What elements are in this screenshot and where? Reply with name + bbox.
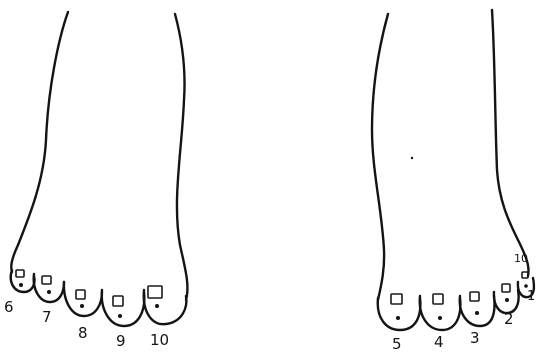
left-dot-8 — [80, 304, 84, 308]
left-foot-inner-edge — [175, 14, 187, 300]
left-label-7: 7 — [42, 308, 52, 326]
right-nail-5 — [391, 294, 402, 304]
right-toe-5 — [378, 298, 421, 330]
right-label-3: 3 — [470, 329, 480, 347]
left-dot-6 — [19, 283, 23, 287]
right-dot-4 — [438, 316, 442, 320]
left-label-8: 8 — [78, 324, 88, 342]
right-foot: 5 4 3 2 1 10 — [372, 10, 535, 353]
left-dot-9 — [118, 314, 122, 318]
right-dot-2 — [505, 298, 509, 302]
left-nail-10 — [148, 286, 162, 298]
left-label-10: 10 — [150, 331, 169, 349]
right-label-4: 4 — [434, 333, 444, 351]
left-foot: 6 7 8 9 10 — [4, 12, 187, 350]
right-label-extra-10: 10 — [514, 252, 528, 265]
right-label-1: 1 — [527, 289, 535, 304]
left-nail-7 — [42, 276, 51, 284]
right-dot-5 — [396, 316, 400, 320]
left-label-6: 6 — [4, 298, 14, 316]
left-toe-7 — [34, 274, 64, 302]
right-foot-inner-edge — [372, 14, 388, 300]
left-nail-6 — [16, 270, 24, 277]
right-foot-outer-edge — [492, 10, 529, 276]
right-nail-2 — [502, 284, 510, 292]
right-dot-3 — [475, 311, 479, 315]
left-toe-6 — [11, 270, 35, 292]
left-nail-9 — [113, 296, 123, 306]
stray-mark — [411, 157, 413, 159]
left-foot-outer-edge — [11, 12, 68, 272]
left-dot-7 — [47, 290, 51, 294]
left-toe-10 — [144, 290, 187, 324]
left-dot-10 — [155, 304, 159, 308]
right-dot-1 — [524, 284, 528, 288]
right-nail-4 — [433, 294, 443, 304]
right-label-5: 5 — [392, 335, 402, 353]
left-toe-9 — [102, 290, 145, 326]
left-nail-8 — [76, 290, 85, 299]
right-label-2: 2 — [504, 310, 514, 328]
right-toe-4 — [420, 296, 461, 330]
right-nail-3 — [470, 292, 479, 301]
left-label-9: 9 — [116, 332, 126, 350]
